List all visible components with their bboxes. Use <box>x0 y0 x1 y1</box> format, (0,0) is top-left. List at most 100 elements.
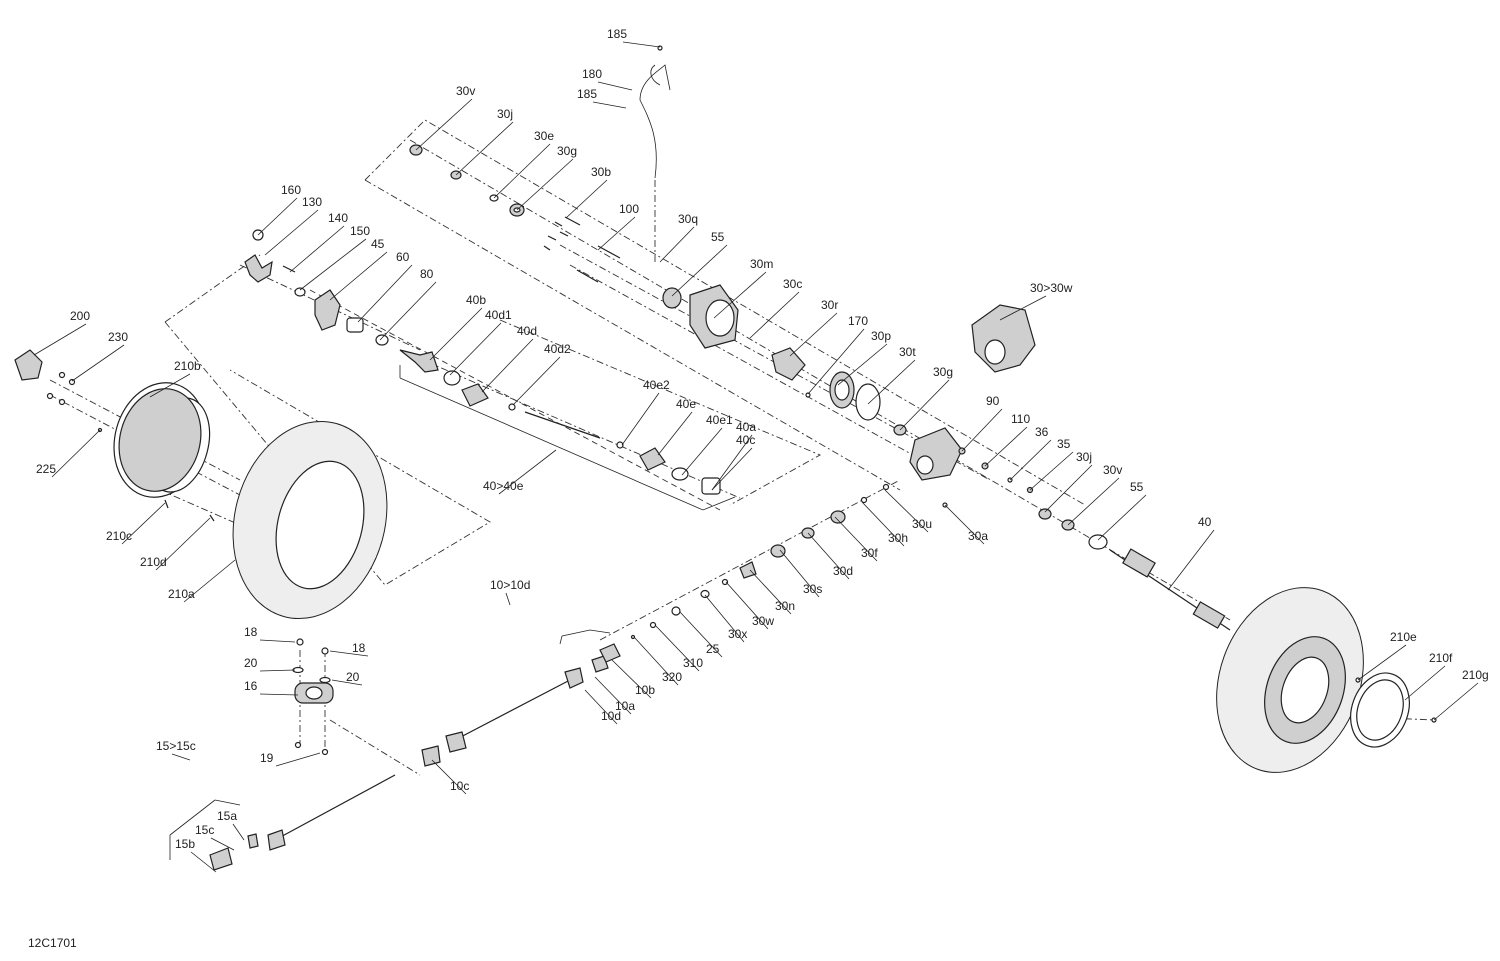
callout-180: 180 <box>582 67 633 91</box>
callout-label: 20 <box>346 670 360 684</box>
callout-label: 30a <box>968 529 988 543</box>
callout-label: 80 <box>420 267 434 281</box>
leader-line <box>713 271 767 319</box>
leader-line <box>565 179 608 219</box>
leader-line <box>711 434 753 491</box>
leader-line <box>210 837 235 851</box>
callout-18: 18 <box>329 641 369 657</box>
callout-label: 30f <box>861 546 878 560</box>
callout-30a: 30a <box>944 504 988 545</box>
callout-label: 36 <box>1035 425 1049 439</box>
callout-label: 30x <box>728 627 747 641</box>
callout-label: 230 <box>108 330 128 344</box>
callout-label: 40a <box>736 420 756 434</box>
callout-40e2: 40e2 <box>621 378 670 446</box>
callout-30b: 30b <box>565 165 611 219</box>
drawing-id: 12C1701 <box>28 936 77 950</box>
callout-label: 90 <box>986 394 1000 408</box>
callout-30g: 30g <box>516 144 577 211</box>
callout-label: 30r <box>821 298 838 312</box>
differential-parts <box>662 284 963 481</box>
callout-label: 30s <box>803 582 822 596</box>
callout-label: 30w <box>752 614 774 628</box>
leader-line <box>415 98 473 151</box>
callout-30p: 30p <box>837 329 891 386</box>
callout-label: 40b <box>466 293 486 307</box>
callout-150: 150 <box>299 224 370 291</box>
leader-line <box>71 344 125 382</box>
leader-line <box>379 281 437 341</box>
callout-label: 30t <box>899 345 916 359</box>
callout-15c: 15c <box>195 823 235 851</box>
leader-line <box>329 650 369 657</box>
callout-36: 36 <box>1009 425 1052 481</box>
callout-label: 150 <box>350 224 370 238</box>
callout-170: 170 <box>807 314 868 395</box>
leader-line <box>505 592 511 606</box>
callout-30m: 30m <box>713 257 773 319</box>
callout-label: 40 <box>1198 515 1212 529</box>
leader-line <box>1044 464 1093 513</box>
callout-label: 185 <box>577 87 597 101</box>
leader-line <box>725 581 769 630</box>
callout-30j: 30j <box>455 107 514 176</box>
callout-40a: 40a <box>711 420 756 491</box>
callout-label: 30g <box>557 144 577 158</box>
callout-310: 310 <box>654 624 703 672</box>
leader-line <box>779 549 820 598</box>
leader-line <box>1097 494 1147 541</box>
callout-10b: 10b <box>611 659 655 699</box>
leader-line <box>155 517 211 571</box>
leader-line <box>654 624 700 672</box>
leader-line <box>837 343 888 386</box>
callout-label: 18 <box>244 625 258 639</box>
callout-30v: 30v <box>415 84 475 151</box>
leader-line <box>329 251 388 301</box>
leader-line <box>264 209 319 256</box>
callout-label: 210f <box>1429 651 1453 665</box>
callout-label: 35 <box>1057 437 1071 451</box>
leader-line <box>789 312 838 357</box>
callout-label: 320 <box>662 670 682 684</box>
callout-label: 18 <box>352 641 366 655</box>
callout-label: 30m <box>750 257 773 271</box>
leader-line <box>429 307 483 361</box>
callout-30h: 30h <box>861 501 908 547</box>
callout-40: 40 <box>1167 515 1215 591</box>
callout-10d: 10d <box>584 689 621 725</box>
callout-layer: 18518018530v30j30e30g30b1601301401504560… <box>33 27 1489 873</box>
leader-line <box>597 216 636 251</box>
callout-label: 140 <box>328 211 348 225</box>
leader-line <box>749 291 800 339</box>
callout-label: 10d <box>601 709 621 723</box>
callout-320: 320 <box>633 636 682 686</box>
leader-line <box>455 121 514 176</box>
callout-10c: 10c <box>431 759 469 795</box>
callout-label: 30d <box>833 564 853 578</box>
leader-line <box>493 143 551 199</box>
callout-30n: 30n <box>749 569 795 615</box>
callout-45: 45 <box>329 237 388 301</box>
callout-30d: 30d <box>807 532 853 580</box>
leader-line <box>659 226 695 263</box>
leader-line <box>331 679 363 686</box>
callout-30c: 30c <box>749 277 802 339</box>
callout-label: 185 <box>607 27 627 41</box>
callout-80: 80 <box>379 267 437 341</box>
leader-line <box>711 447 753 491</box>
callout-label: 30b <box>591 165 611 179</box>
propeller-shafts <box>209 643 621 871</box>
leader-line <box>149 373 191 398</box>
leader-line <box>232 823 245 841</box>
callout-label: 30q <box>678 212 698 226</box>
leader-line <box>1167 529 1215 591</box>
callout-label: 30g <box>933 365 953 379</box>
callout-label: 30u <box>912 517 932 531</box>
leader-line <box>622 41 661 48</box>
callout-label: 16 <box>244 679 258 693</box>
callout-30q: 30q <box>659 212 698 263</box>
leader-line <box>1067 477 1120 526</box>
front-output-yoke-group <box>244 229 389 346</box>
callout-15b: 15b <box>175 837 217 873</box>
